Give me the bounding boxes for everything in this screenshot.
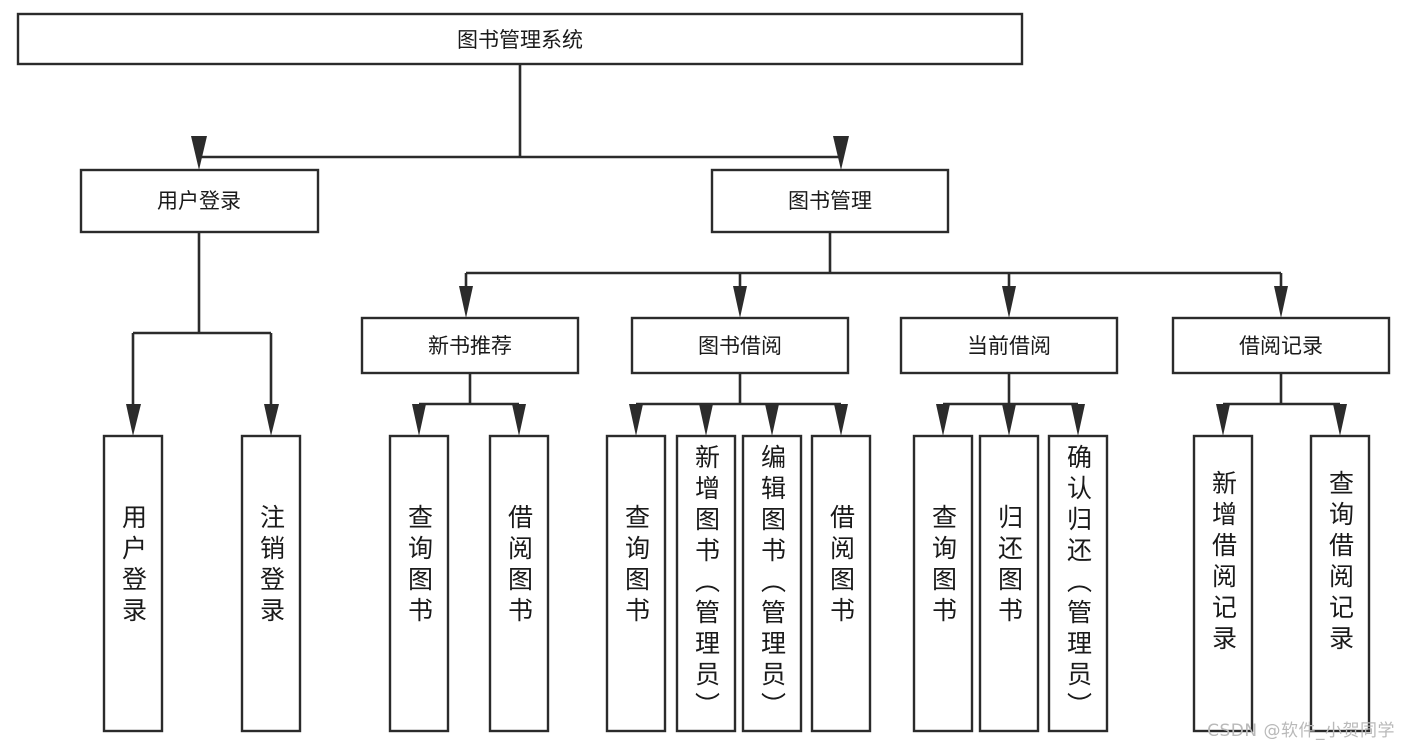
node-root[interactable]: 图书管理系统: [16, 12, 1024, 66]
node-new-book-recommend-rect[interactable]: [360, 316, 580, 375]
node-current-borrow-label: 当前借阅: [967, 334, 1051, 358]
node-current-borrow[interactable]: 当前借阅: [899, 316, 1119, 375]
node-book-manage[interactable]: 图书管理: [710, 168, 950, 234]
arrow-to-user-login: [191, 136, 207, 170]
node-root-rect[interactable]: [16, 12, 1024, 66]
node-book-borrow-rect[interactable]: [630, 316, 850, 375]
node-leaf-user-login-rect[interactable]: [102, 434, 164, 733]
node-layer: 图书管理系统 用户登录 图书管理 新书推荐 图书借阅 当前: [16, 12, 1391, 733]
node-borrow-record-label: 借阅记录: [1239, 334, 1323, 358]
node-book-manage-rect[interactable]: [710, 168, 950, 234]
node-book-borrow[interactable]: 图书借阅: [630, 316, 850, 375]
arrow-to-borrow-record: [1274, 286, 1288, 318]
node-user-login-rect[interactable]: [79, 168, 320, 234]
arrow-to-leaf-borrow-book-2: [834, 404, 848, 436]
arrow-to-leaf-edit-book: [765, 404, 779, 436]
node-leaf-return-book-rect[interactable]: [978, 434, 1040, 733]
arrow-to-book-borrow: [733, 286, 747, 318]
arrow-to-current-borrow: [1002, 286, 1016, 318]
arrow-to-leaf-confirm-return: [1071, 404, 1085, 436]
node-leaf-query-book-3-rect[interactable]: [912, 434, 974, 733]
node-leaf-query-record-rect[interactable]: [1309, 434, 1371, 733]
arrow-to-leaf-query-book-1: [412, 404, 426, 436]
arrow-to-leaf-add-record: [1216, 404, 1230, 436]
connector-layer: [126, 64, 1347, 436]
node-leaf-edit-book-rect[interactable]: [741, 434, 803, 733]
arrow-to-leaf-query-book-3: [936, 404, 950, 436]
node-root-label: 图书管理系统: [457, 28, 583, 52]
arrow-to-leaf-query-book-2: [629, 404, 643, 436]
node-leaf-add-book-rect[interactable]: [675, 434, 737, 733]
node-leaf-borrow-book-2-rect[interactable]: [810, 434, 872, 733]
node-leaf-add-record-rect[interactable]: [1192, 434, 1254, 733]
arrow-to-leaf-user-login: [126, 404, 141, 436]
node-user-login-label: 用户登录: [157, 189, 241, 213]
arrow-to-leaf-borrow-book-1: [512, 404, 526, 436]
node-borrow-record-rect[interactable]: [1171, 316, 1391, 375]
node-borrow-record[interactable]: 借阅记录: [1171, 316, 1391, 375]
node-leaf-borrow-book-1-rect[interactable]: [488, 434, 550, 733]
watermark-text: CSDN @软件_小贺同学: [1207, 721, 1395, 741]
arrow-to-leaf-return-book: [1002, 404, 1016, 436]
arrow-to-new-book-recommend: [459, 286, 473, 318]
node-book-manage-label: 图书管理: [788, 189, 872, 213]
node-leaf-user-logout-rect[interactable]: [240, 434, 302, 733]
node-leaf-query-book-2-rect[interactable]: [605, 434, 667, 733]
arrow-to-leaf-add-book: [699, 404, 713, 436]
node-leaf-confirm-return-rect[interactable]: [1047, 434, 1109, 733]
arrow-to-leaf-user-logout: [264, 404, 279, 436]
node-book-borrow-label: 图书借阅: [698, 334, 782, 358]
arrow-to-book-manage: [833, 136, 849, 170]
node-new-book-recommend[interactable]: 新书推荐: [360, 316, 580, 375]
arrow-to-leaf-query-record: [1333, 404, 1347, 436]
node-leaf-query-book-1-rect[interactable]: [388, 434, 450, 733]
node-user-login[interactable]: 用户登录: [79, 168, 320, 234]
node-current-borrow-rect[interactable]: [899, 316, 1119, 375]
node-new-book-recommend-label: 新书推荐: [428, 334, 512, 358]
